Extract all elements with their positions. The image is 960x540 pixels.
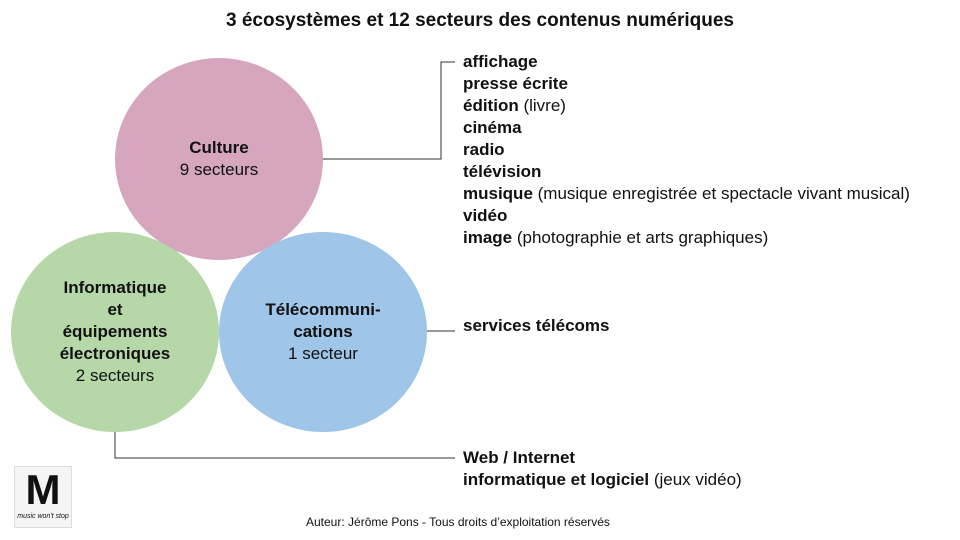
sector-item: édition (livre): [463, 96, 566, 115]
logo-tagline: music won't stop: [17, 513, 69, 520]
sector-item: radio: [463, 140, 505, 159]
info-count: 2 secteurs: [75, 366, 155, 385]
tele-count: 1 secteur: [288, 344, 358, 363]
info-connector: [114, 432, 455, 459]
tele-name-line: Télécommuni-: [265, 300, 381, 319]
sector-item: services télécoms: [463, 316, 610, 335]
sector-item: cinéma: [463, 118, 522, 137]
sector-item: presse écrite: [463, 74, 568, 93]
logo-letter: M: [25, 466, 61, 513]
brand-logo: M music won't stop: [14, 466, 72, 528]
culture-sector-list: affichage presse écrite édition (livre) …: [463, 51, 910, 249]
tele-circle: Télécommuni- cations 1 secteur: [219, 232, 427, 432]
culture-count: 9 secteurs: [179, 160, 259, 179]
sector-item: télévision: [463, 162, 542, 181]
diagram-title: 3 écosystèmes et 12 secteurs des contenu…: [226, 10, 734, 31]
tele-sector-list: services télécoms: [463, 315, 610, 337]
culture-circle: Culture 9 secteurs: [115, 58, 323, 260]
info-name-line: équipements: [62, 322, 168, 341]
author-credit: Auteur: Jérôme Pons - Tous droits d’expl…: [306, 515, 610, 529]
sector-item: affichage: [463, 52, 538, 71]
info-name-line: électroniques: [59, 344, 171, 363]
sector-item: vidéo: [463, 206, 508, 225]
info-sector-list: Web / Internet informatique et logiciel …: [463, 447, 742, 491]
sector-item: musique (musique enregistrée et spectacl…: [463, 184, 910, 203]
info-circle: Informatique et équipements électronique…: [11, 232, 219, 432]
culture-connector: [323, 61, 455, 160]
info-name-line: Informatique: [63, 278, 167, 297]
info-name-line: et: [107, 300, 123, 319]
sector-item: image (photographie et arts graphiques): [463, 228, 769, 247]
sector-item: informatique et logiciel (jeux vidéo): [463, 470, 742, 489]
culture-name: Culture: [189, 138, 249, 157]
sector-item: Web / Internet: [463, 448, 576, 467]
tele-name-line: cations: [293, 322, 353, 341]
